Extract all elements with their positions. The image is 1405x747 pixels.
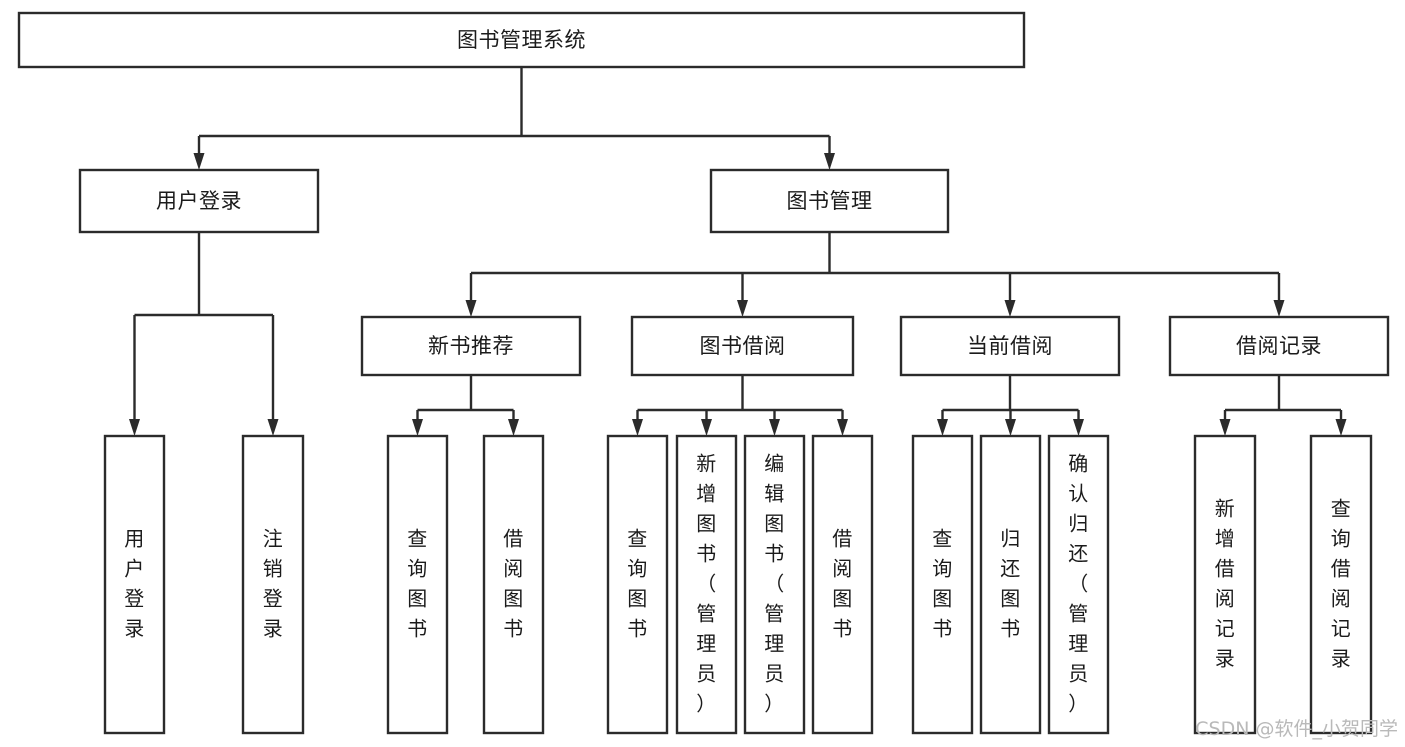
- node-new-book-recommend-box[interactable]: [360, 315, 582, 377]
- node-leaf-borrow-book-box[interactable]: [811, 434, 874, 735]
- node-leaf-user-logout[interactable]: 注销登录: [241, 434, 305, 735]
- node-leaf-query-book-rec-label: 查询图书: [407, 526, 428, 640]
- node-leaf-confirm-return-admin-box[interactable]: [1047, 434, 1110, 735]
- node-leaf-borrow-book-rec-label: 借阅图书: [503, 526, 524, 640]
- node-leaf-add-book-admin-box[interactable]: [675, 434, 738, 735]
- conn-user-login-arrow-0: [129, 419, 140, 436]
- node-leaf-query-book-current-box[interactable]: [911, 434, 974, 735]
- conn-book-management-arrow-0: [465, 300, 477, 317]
- node-root[interactable]: 图书管理系统: [17, 11, 1026, 69]
- node-book-borrow-label: 图书借阅: [700, 334, 786, 358]
- node-leaf-query-book-borrow[interactable]: 查询图书: [606, 434, 669, 735]
- node-leaf-edit-book-admin-label: 编辑图书（管理员）: [764, 451, 785, 715]
- conn-borrow-record-arrow-1: [1335, 419, 1347, 436]
- connector-layer: [129, 67, 1347, 436]
- node-root-label: 图书管理系统: [457, 28, 586, 52]
- node-leaf-query-book-borrow-label: 查询图书: [627, 526, 648, 640]
- node-book-borrow-box[interactable]: [630, 315, 855, 377]
- node-leaf-user-logout-label: 注销登录: [263, 526, 284, 640]
- node-leaf-user-login-label: 用户登录: [124, 526, 145, 640]
- node-leaf-query-book-rec-box[interactable]: [386, 434, 449, 735]
- node-current-borrow-box[interactable]: [899, 315, 1121, 377]
- node-book-management-label: 图书管理: [787, 189, 873, 213]
- conn-book-borrow-arrow-1: [701, 419, 712, 436]
- node-leaf-query-book-borrow-box[interactable]: [606, 434, 669, 735]
- conn-root-arrow-0: [193, 153, 205, 170]
- conn-new-book-recommend-arrow-1: [508, 419, 519, 436]
- node-leaf-query-book-current[interactable]: 查询图书: [911, 434, 974, 735]
- conn-book-borrow-arrow-0: [632, 419, 643, 436]
- conn-root-arrow-1: [824, 153, 835, 170]
- node-user-login[interactable]: 用户登录: [78, 168, 320, 234]
- node-leaf-user-login-box[interactable]: [103, 434, 166, 735]
- node-borrow-record-box[interactable]: [1168, 315, 1390, 377]
- node-leaf-user-login[interactable]: 用户登录: [103, 434, 166, 735]
- conn-book-borrow-arrow-2: [769, 419, 780, 436]
- node-book-management-box[interactable]: [709, 168, 950, 234]
- node-leaf-add-borrow-record-label: 新增借阅记录: [1215, 496, 1236, 670]
- node-leaf-query-borrow-record-label: 查询借阅记录: [1331, 496, 1352, 670]
- node-borrow-record-label: 借阅记录: [1236, 334, 1322, 358]
- conn-borrow-record-arrow-0: [1219, 419, 1231, 436]
- node-leaf-add-borrow-record[interactable]: 新增借阅记录: [1193, 434, 1257, 735]
- node-user-login-label: 用户登录: [156, 189, 242, 213]
- node-leaf-user-logout-box[interactable]: [241, 434, 305, 735]
- conn-book-management-arrow-3: [1273, 300, 1285, 317]
- node-layer: 图书管理系统用户登录图书管理新书推荐图书借阅当前借阅借阅记录用户登录注销登录查询…: [17, 11, 1390, 735]
- node-leaf-confirm-return-admin-label: 确认归还（管理员）: [1068, 451, 1089, 715]
- node-leaf-borrow-book-label: 借阅图书: [832, 526, 853, 640]
- node-book-management[interactable]: 图书管理: [709, 168, 950, 234]
- node-leaf-borrow-book[interactable]: 借阅图书: [811, 434, 874, 735]
- conn-new-book-recommend-arrow-0: [412, 419, 423, 436]
- node-leaf-return-book[interactable]: 归还图书: [979, 434, 1042, 735]
- conn-current-borrow-arrow-1: [1005, 419, 1016, 436]
- node-leaf-borrow-book-rec[interactable]: 借阅图书: [482, 434, 545, 735]
- node-root-box[interactable]: [17, 11, 1026, 69]
- node-borrow-record[interactable]: 借阅记录: [1168, 315, 1390, 377]
- node-leaf-borrow-book-rec-box[interactable]: [482, 434, 545, 735]
- node-leaf-query-borrow-record[interactable]: 查询借阅记录: [1309, 434, 1373, 735]
- conn-user-login-arrow-1: [267, 419, 279, 436]
- node-current-borrow-label: 当前借阅: [967, 334, 1053, 358]
- conn-current-borrow-arrow-0: [937, 419, 948, 436]
- node-leaf-query-borrow-record-box[interactable]: [1309, 434, 1373, 735]
- conn-book-borrow-arrow-3: [837, 419, 848, 436]
- node-leaf-edit-book-admin-box[interactable]: [743, 434, 806, 735]
- node-current-borrow[interactable]: 当前借阅: [899, 315, 1121, 377]
- node-leaf-return-book-box[interactable]: [979, 434, 1042, 735]
- node-new-book-recommend-label: 新书推荐: [428, 334, 514, 358]
- conn-book-management-arrow-1: [737, 300, 748, 317]
- node-book-borrow[interactable]: 图书借阅: [630, 315, 855, 377]
- node-leaf-return-book-label: 归还图书: [1000, 526, 1021, 640]
- conn-book-management-arrow-2: [1004, 300, 1016, 317]
- node-leaf-edit-book-admin[interactable]: 编辑图书（管理员）: [743, 434, 806, 735]
- node-new-book-recommend[interactable]: 新书推荐: [360, 315, 582, 377]
- node-leaf-add-book-admin-label: 新增图书（管理员）: [696, 451, 717, 715]
- node-leaf-confirm-return-admin[interactable]: 确认归还（管理员）: [1047, 434, 1110, 735]
- conn-current-borrow-arrow-2: [1073, 419, 1084, 436]
- node-leaf-add-book-admin[interactable]: 新增图书（管理员）: [675, 434, 738, 735]
- node-user-login-box[interactable]: [78, 168, 320, 234]
- node-leaf-query-book-current-label: 查询图书: [932, 526, 953, 640]
- node-leaf-add-borrow-record-box[interactable]: [1193, 434, 1257, 735]
- node-leaf-query-book-rec[interactable]: 查询图书: [386, 434, 449, 735]
- csdn-watermark: CSDN @软件_小贺同学: [1195, 718, 1398, 740]
